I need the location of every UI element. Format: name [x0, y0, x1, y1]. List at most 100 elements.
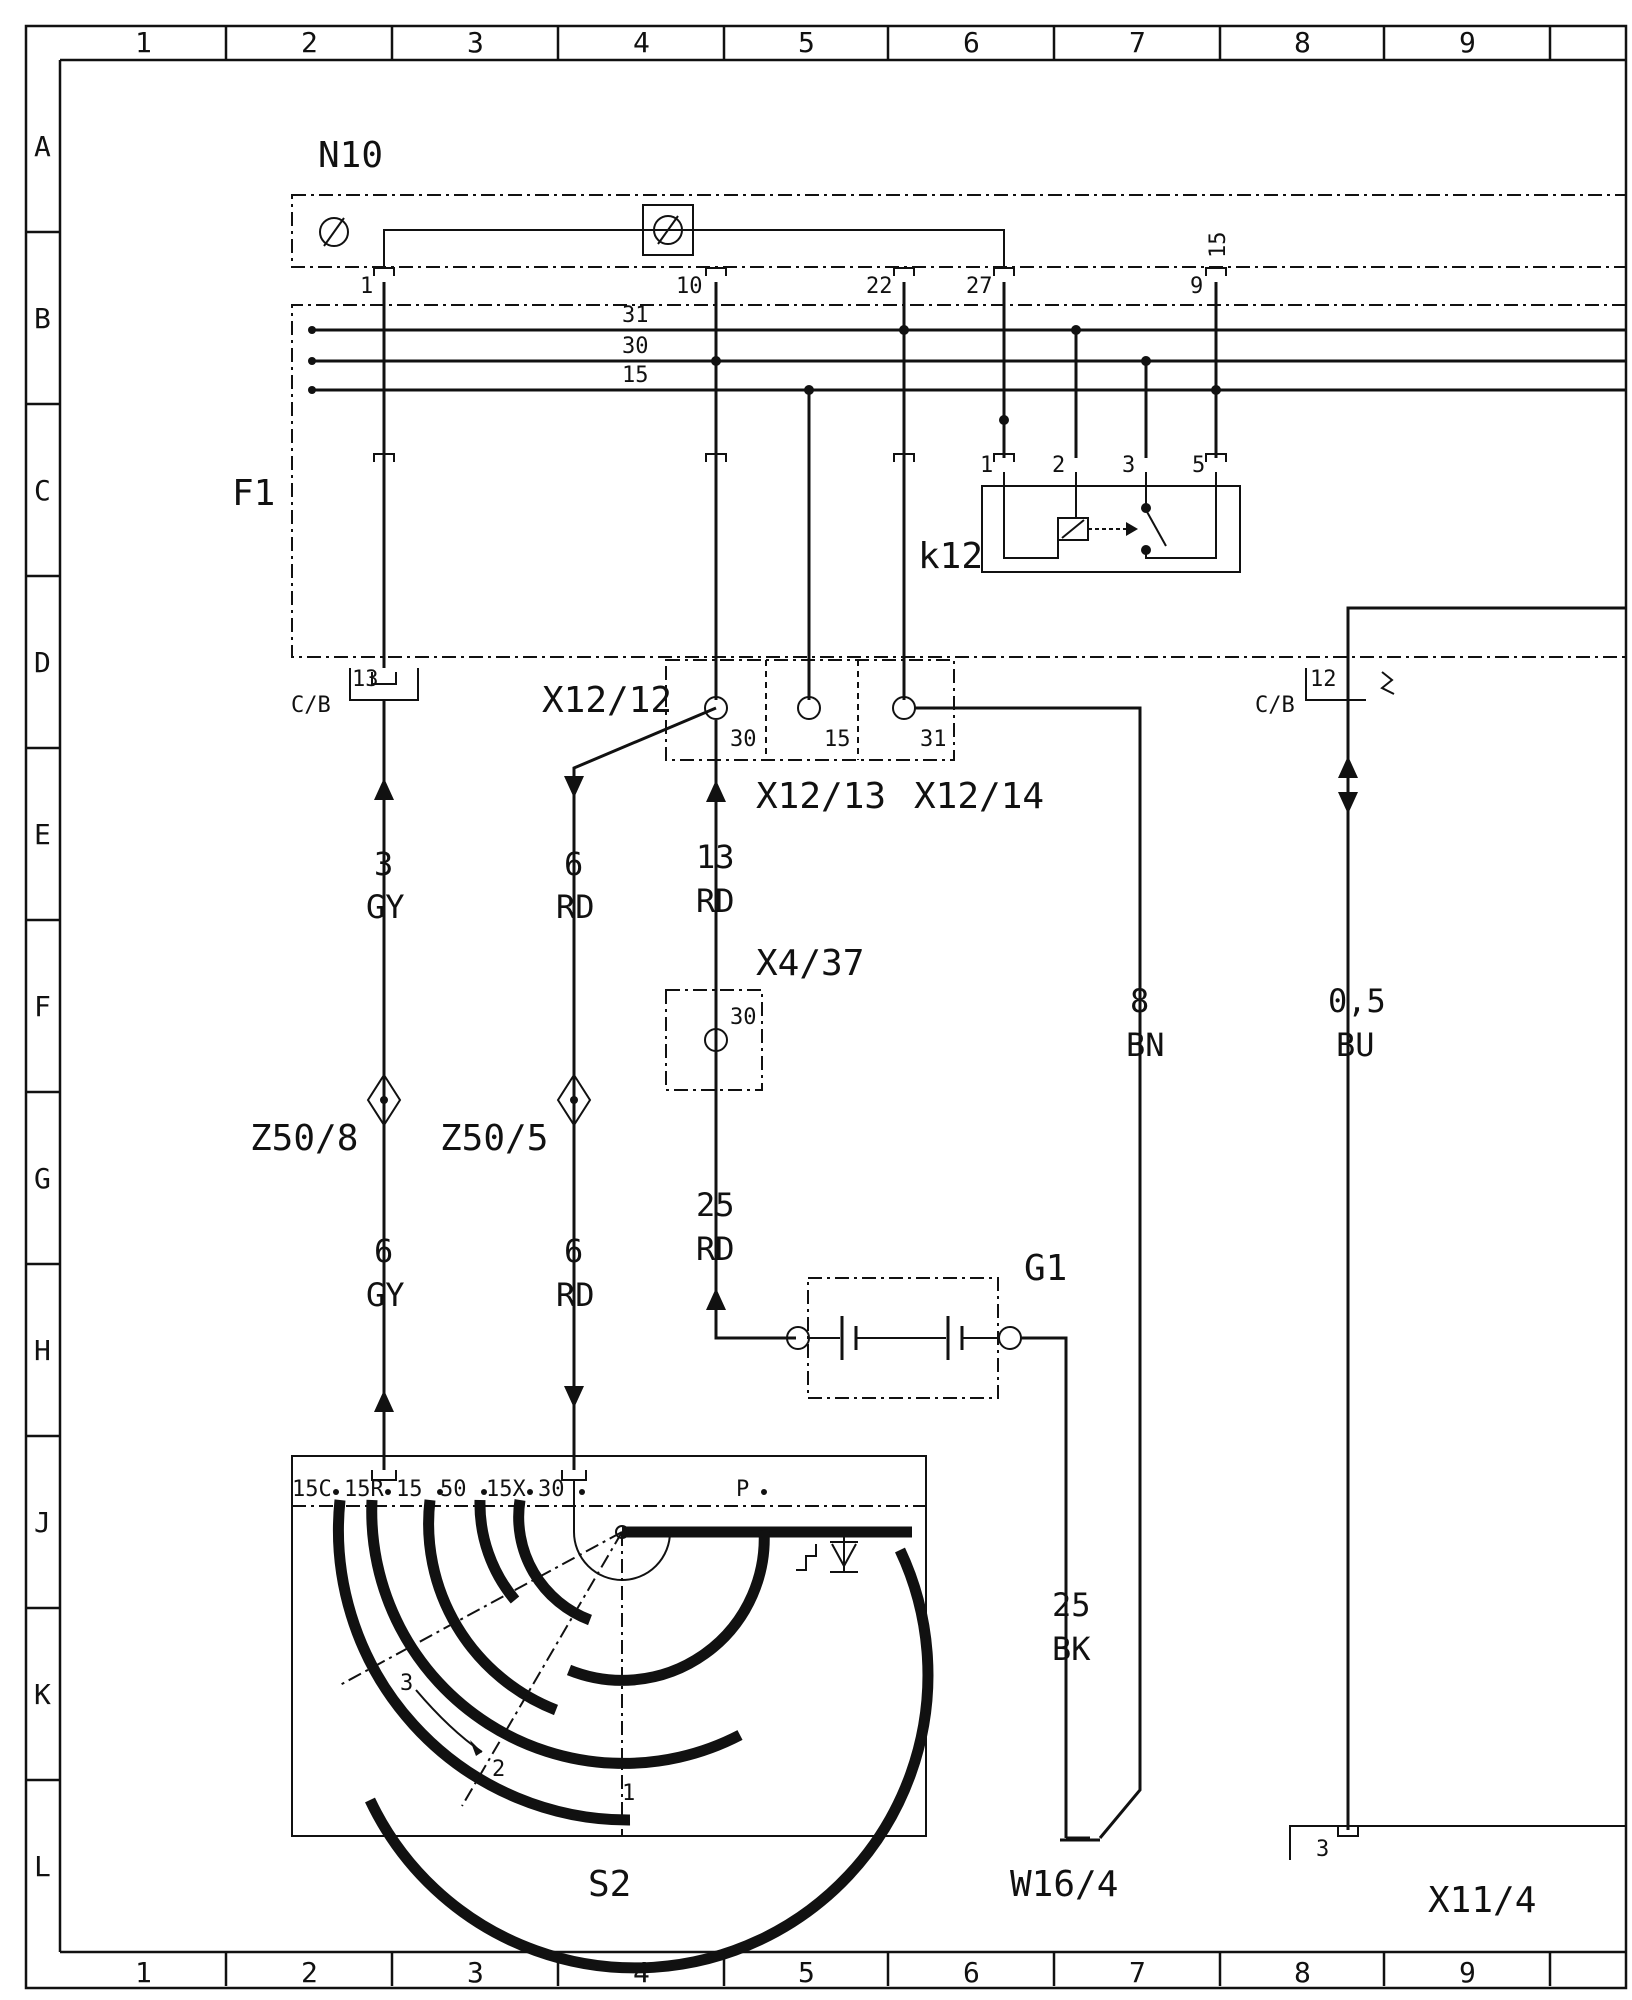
bus-31-label: 31: [622, 303, 649, 328]
grid-col-5-bottom: 5: [798, 1956, 815, 1989]
grid-col-6-top: 6: [963, 26, 980, 59]
n10-connector-0: [373, 267, 395, 276]
k12-pin-1: 1: [980, 453, 993, 478]
cb-left-label: C/B: [291, 693, 331, 718]
f1-bottom-connectors: C/B 13 X12/12 30 15 31 X12/13 X12/14 C/B…: [291, 606, 1626, 817]
wire-3gy-color: GY: [366, 888, 405, 926]
s2-position-1: 1: [622, 1781, 635, 1806]
grid-col-7-bottom: 7: [1129, 1956, 1146, 1989]
n10-pin-1: 1: [360, 274, 373, 299]
grid-row-B: B: [34, 302, 51, 335]
grid-col-3-bottom: 3: [467, 1956, 484, 1989]
s2-pin-15: 15: [396, 1477, 423, 1502]
z50-5-label: Z50/5: [440, 1118, 548, 1159]
cb-right-label: C/B: [1255, 693, 1295, 718]
grid-col-4-top: 4: [633, 26, 650, 59]
f1-fuse-box: F1 31 30 15: [232, 282, 1626, 700]
wire-25rd-color: RD: [696, 1230, 735, 1268]
k12-pin-2: 2: [1052, 453, 1065, 478]
n10-label: N10: [318, 135, 383, 176]
n10-pin-15: 15: [1206, 232, 1231, 259]
wire-6rd-2-size: 6: [564, 1232, 583, 1270]
wire-6rd-2-color: RD: [556, 1276, 595, 1314]
wire-6gy-color: GY: [366, 1276, 405, 1314]
grid-col-9-top: 9: [1459, 26, 1476, 59]
wire-25bk-color: BK: [1052, 1630, 1091, 1668]
wire-05bu-color: BU: [1336, 1026, 1375, 1064]
grid-col-8-top: 8: [1294, 26, 1311, 59]
wire-25bk-size: 25: [1052, 1586, 1091, 1624]
switch-contact-arcs: [332, 1480, 934, 1974]
n10-module: N10 1 10 22 27 9 15: [291, 135, 1627, 462]
bus-30-label: 30: [622, 334, 649, 359]
grid-col-6-bottom: 6: [963, 1956, 980, 1989]
s2-pin-15C: 15C: [292, 1477, 332, 1502]
grid-col-5-top: 5: [798, 26, 815, 59]
k12-pin-5: 5: [1192, 453, 1205, 478]
wire-6gy-size: 6: [374, 1232, 393, 1270]
n10-pin-22: 22: [866, 274, 893, 299]
grid-row-D: D: [34, 646, 51, 679]
wire-6rd-color: RD: [556, 888, 595, 926]
grid-row-G: G: [34, 1162, 51, 1195]
wire-8bn-color: BN: [1126, 1026, 1165, 1064]
wire-8bn-size: 8: [1130, 982, 1149, 1020]
f1-pin-13: 13: [352, 667, 379, 692]
n10-pin-9: 9: [1190, 274, 1203, 299]
f1-pin-12: 12: [1310, 667, 1337, 692]
k12-label: k12: [918, 536, 983, 577]
n10-connector-2: [893, 267, 915, 276]
s2-position-2: 2: [492, 1757, 505, 1782]
grid-row-C: C: [34, 474, 51, 507]
g1-label: G1: [1024, 1248, 1067, 1289]
x4-37-box: [665, 989, 763, 1091]
grid-row-K: K: [34, 1678, 51, 1711]
battery-icon: [786, 1316, 1022, 1360]
grid-row-J: J: [34, 1506, 51, 1539]
x4-37-terminal: 30: [730, 1005, 757, 1030]
n10-connector-3: [993, 267, 1015, 276]
n10-ground-symbol-left: [319, 217, 349, 247]
wires: 3 GY Z50/8 6 GY 6 RD Z50/5 6 RD 13 RD X4…: [250, 700, 1626, 1921]
k12-pin-3: 3: [1122, 453, 1135, 478]
n10-pin-27: 27: [966, 274, 993, 299]
wire-6rd-size: 6: [564, 845, 583, 883]
x12-14-terminal: 31: [920, 727, 947, 752]
z50-8-splice-icon: [366, 1073, 402, 1127]
x11-4-pin: 3: [1316, 1837, 1329, 1862]
n10-pin-10: 10: [676, 274, 703, 299]
wire-13rd-size: 13: [696, 838, 735, 876]
s2-pin-30: 30: [538, 1477, 565, 1502]
x12-12-terminal: 30: [730, 727, 757, 752]
steering-lock-icon: [796, 1530, 858, 1573]
grid-col-2-bottom: 2: [301, 1956, 318, 1989]
s2-pin-50: 50: [440, 1477, 467, 1502]
x11-4-label: X11/4: [1428, 1880, 1536, 1921]
s2-pin-P: P: [736, 1477, 749, 1502]
s2-label: S2: [588, 1864, 631, 1905]
wire-13rd-color: RD: [696, 882, 735, 920]
grid-row-A: A: [34, 130, 51, 163]
grid-col-8-bottom: 8: [1294, 1956, 1311, 1989]
z50-5-splice-icon: [556, 1073, 592, 1127]
grid-row-F: F: [34, 990, 51, 1023]
w16-4-label: W16/4: [1010, 1864, 1118, 1905]
grid-col-9-bottom: 9: [1459, 1956, 1476, 1989]
grid-row-H: H: [34, 1334, 51, 1367]
s2-position-3: 3: [400, 1671, 413, 1696]
x12-13-label: X12/13: [756, 776, 886, 817]
bus-15-label: 15: [622, 363, 649, 388]
grid-col-7-top: 7: [1129, 26, 1146, 59]
grid-col-1-top: 1: [135, 26, 152, 59]
wire-25rd-size: 25: [696, 1186, 735, 1224]
x12-12-label: X12/12: [542, 680, 672, 721]
s2-pin-15R: 15R: [344, 1477, 384, 1502]
f1-label: F1: [232, 473, 275, 514]
grid-row-L: L: [34, 1850, 51, 1883]
wire-3gy-size: 3: [374, 845, 393, 883]
z50-8-label: Z50/8: [250, 1118, 358, 1159]
grid-col-1-bottom: 1: [135, 1956, 152, 1989]
